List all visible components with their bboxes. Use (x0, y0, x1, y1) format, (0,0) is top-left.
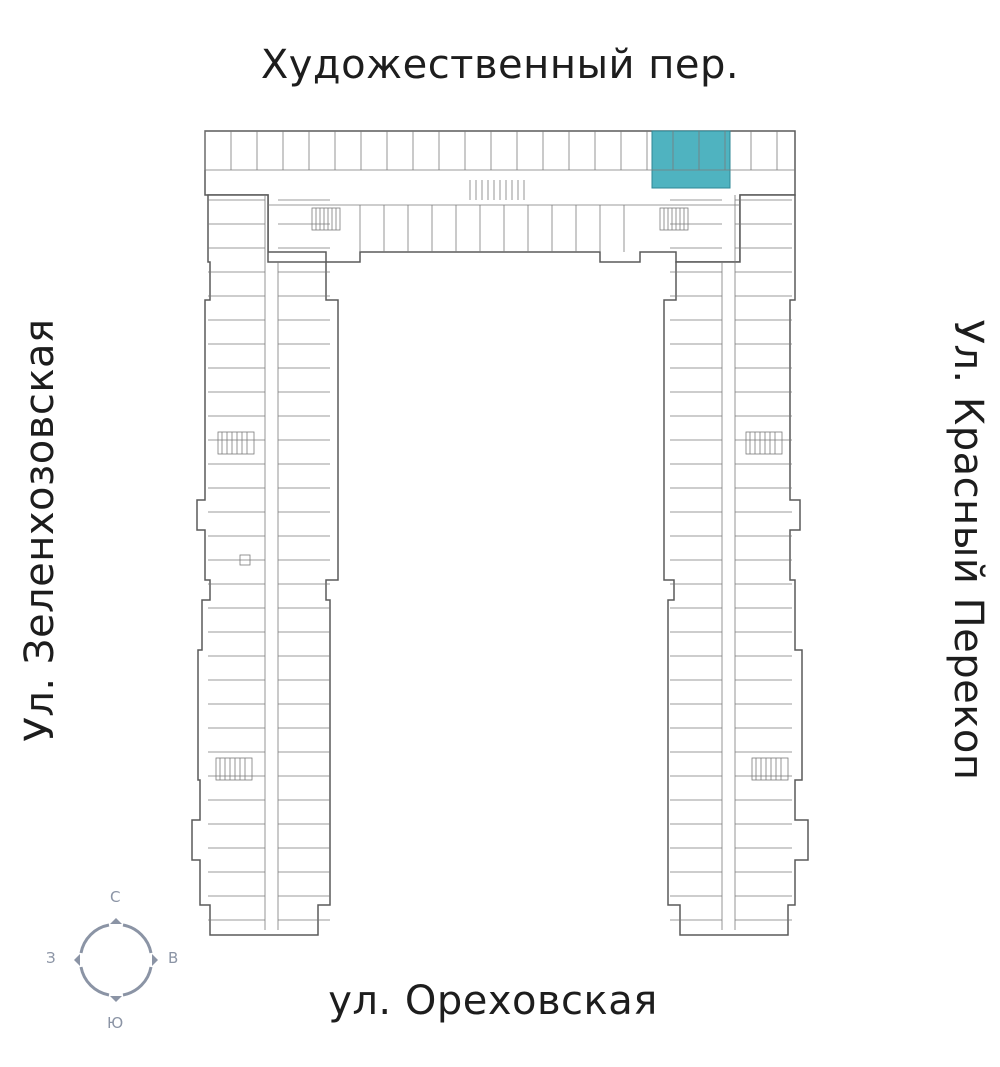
compass-north-label: С (110, 888, 121, 906)
room (215, 757, 253, 781)
street-label-south: ул. Ореховская (328, 978, 658, 1024)
compass-rose (74, 918, 158, 1002)
room (751, 757, 789, 781)
room (745, 431, 783, 455)
room (311, 207, 341, 231)
compass-east-label: В (168, 949, 179, 967)
room (217, 431, 255, 455)
room (659, 207, 689, 231)
room (239, 554, 251, 566)
street-label-north: Художественный пер. (260, 42, 740, 88)
interior-walls (204, 131, 795, 930)
compass-west-label: З (46, 949, 56, 967)
highlighted-apartment (651, 130, 731, 189)
compass-south-label: Ю (107, 1014, 124, 1032)
building-outline (191, 130, 809, 936)
